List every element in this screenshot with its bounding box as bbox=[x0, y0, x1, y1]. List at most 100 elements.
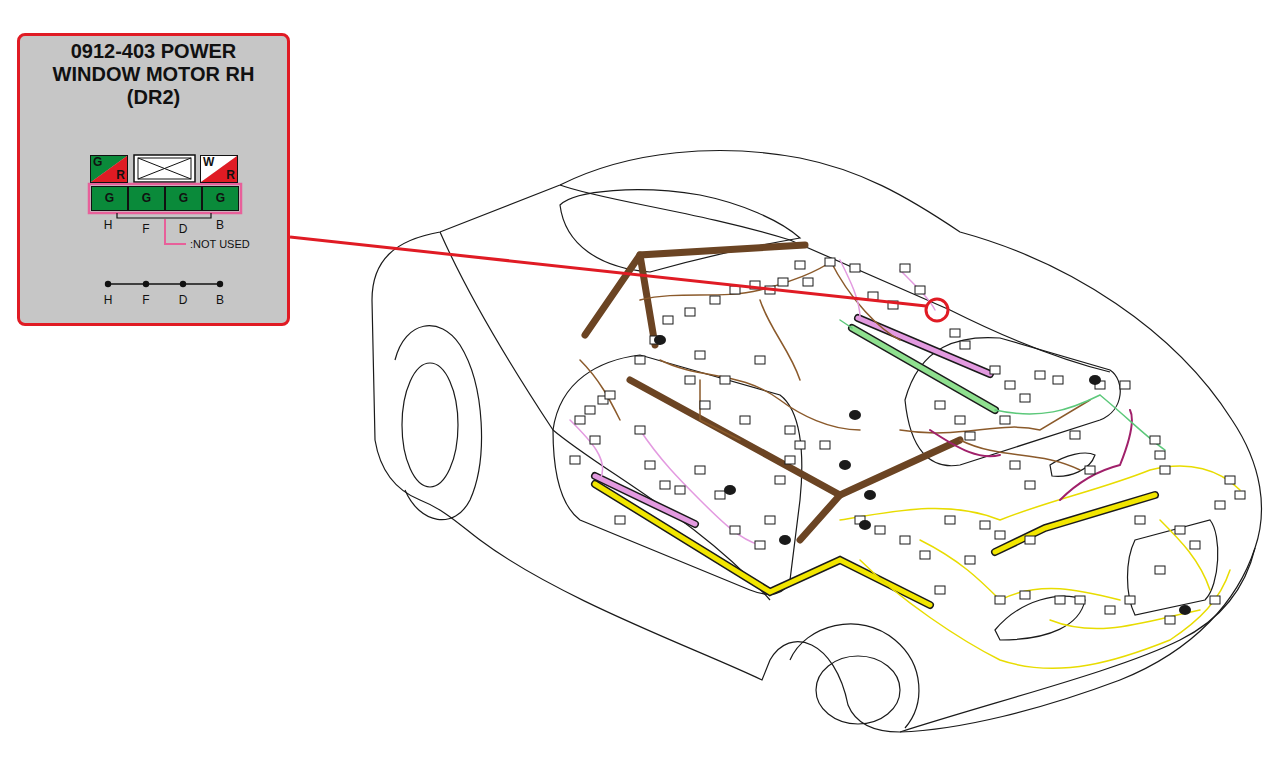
connector-symbol bbox=[1020, 394, 1030, 402]
connector-symbol bbox=[1085, 466, 1095, 474]
base-color bbox=[201, 156, 237, 182]
harness-yellow bbox=[995, 495, 1155, 552]
connector-symbol bbox=[935, 401, 945, 409]
harness-brown bbox=[630, 380, 960, 495]
pin-label: D bbox=[179, 293, 188, 307]
front-wheel-hub bbox=[816, 656, 900, 724]
connector-symbol bbox=[778, 278, 788, 286]
connector-symbol bbox=[615, 516, 625, 524]
connector-symbol bbox=[1150, 436, 1160, 444]
wire-brown bbox=[580, 260, 1090, 470]
wire-color-code: G bbox=[142, 192, 151, 205]
connector-symbol bbox=[795, 441, 805, 449]
connector-symbol bbox=[730, 526, 740, 534]
connector-symbol bbox=[775, 476, 785, 484]
connector-symbol bbox=[1055, 596, 1065, 604]
connector-symbol bbox=[1105, 606, 1115, 614]
rear-glass bbox=[560, 190, 800, 272]
connector-symbol bbox=[1215, 501, 1225, 509]
connector-symbol bbox=[875, 526, 885, 534]
connector-symbol bbox=[1035, 371, 1045, 379]
pin-cell: G bbox=[165, 186, 202, 211]
car-body bbox=[372, 151, 1261, 732]
pin-label: F bbox=[142, 293, 149, 307]
connector-symbol bbox=[730, 286, 740, 294]
stripe-color bbox=[91, 156, 127, 182]
front-grille bbox=[1128, 520, 1218, 615]
connector-symbol bbox=[1025, 481, 1035, 489]
connector-symbol bbox=[965, 432, 975, 440]
leader-line bbox=[290, 237, 926, 306]
connector-symbol bbox=[995, 531, 1005, 539]
connector-symbol bbox=[675, 486, 685, 494]
connector-symbol bbox=[1190, 541, 1200, 549]
pin-label: H bbox=[104, 218, 113, 232]
unused-cavity bbox=[134, 155, 195, 182]
pin-label: D bbox=[179, 222, 188, 236]
joint-dot bbox=[143, 281, 149, 287]
pin-bracket bbox=[117, 213, 211, 218]
side-line bbox=[440, 232, 770, 600]
connector-symbol bbox=[935, 586, 945, 594]
connector-symbol bbox=[685, 376, 695, 384]
grommet-symbol bbox=[849, 410, 861, 420]
connector-symbol bbox=[755, 356, 765, 364]
grommet-symbol bbox=[724, 485, 736, 495]
harness-green bbox=[852, 328, 995, 410]
connector-symbol bbox=[1135, 516, 1145, 524]
wire-magenta bbox=[930, 410, 1132, 500]
connector-symbol bbox=[1053, 376, 1063, 384]
connector-symbol bbox=[803, 278, 813, 286]
wire-color-code: W bbox=[203, 156, 214, 169]
connector-symbol bbox=[850, 264, 860, 272]
connector-symbol bbox=[785, 456, 795, 464]
grommet-symbol bbox=[864, 490, 876, 500]
rear-wheel-hub bbox=[402, 363, 458, 487]
harness-pink bbox=[595, 476, 695, 524]
connector-symbol bbox=[980, 521, 990, 529]
pin-cell: GR bbox=[90, 155, 128, 183]
connector-symbol bbox=[1160, 466, 1170, 474]
pin-cell: WR bbox=[200, 155, 238, 183]
connector-symbol bbox=[945, 516, 955, 524]
connector-symbol bbox=[950, 329, 960, 337]
grommet-symbol bbox=[859, 520, 871, 530]
joint-dot bbox=[217, 281, 223, 287]
unused-cross bbox=[138, 158, 191, 179]
connector-symbol bbox=[1120, 381, 1130, 389]
connector-symbol bbox=[1070, 431, 1080, 439]
connector-symbol bbox=[695, 466, 705, 474]
connector-symbol bbox=[700, 401, 710, 409]
connector-symbol bbox=[570, 456, 580, 464]
pin-cell: G bbox=[128, 186, 165, 211]
wire-color-code: R bbox=[226, 169, 235, 182]
rear-wheel bbox=[395, 326, 481, 520]
harness-green bbox=[852, 328, 995, 410]
harness-yellow bbox=[995, 495, 1155, 552]
unused-cavity-inner bbox=[138, 158, 191, 179]
grommet-symbol bbox=[1089, 375, 1101, 385]
wiring-harness bbox=[570, 245, 1240, 668]
connector-symbol bbox=[765, 516, 775, 524]
connector-symbol bbox=[990, 366, 1000, 374]
connector-symbol bbox=[585, 406, 595, 414]
connector-symbol bbox=[590, 436, 600, 444]
connector-symbol bbox=[645, 461, 655, 469]
harness-brown bbox=[800, 495, 840, 540]
connector-symbol bbox=[660, 481, 670, 489]
locator-circle bbox=[926, 299, 948, 321]
connector-symbol bbox=[1075, 596, 1085, 604]
locator-leader bbox=[290, 237, 948, 321]
connector-symbol bbox=[1125, 596, 1135, 604]
pin-label: F bbox=[142, 222, 149, 236]
joint-dot bbox=[105, 281, 111, 287]
pin-cell: G bbox=[91, 186, 128, 211]
connector-symbol bbox=[1155, 451, 1165, 459]
connector-symbol bbox=[710, 296, 720, 304]
connector-symbol bbox=[685, 308, 695, 316]
connector-group bbox=[570, 258, 1245, 624]
connector-symbol bbox=[635, 426, 645, 434]
connector-symbol bbox=[715, 491, 725, 499]
note-label: :NOT USED bbox=[190, 238, 250, 251]
